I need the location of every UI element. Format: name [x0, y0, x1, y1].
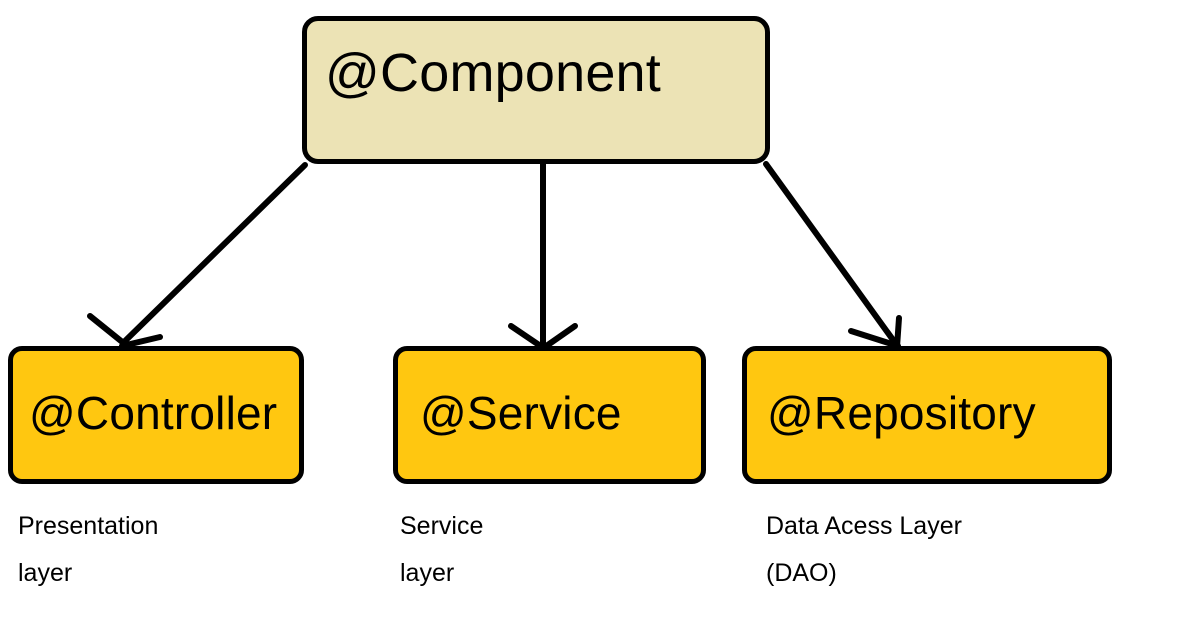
node-controller-label: @Controller: [29, 387, 278, 439]
node-component[interactable]: @Component: [302, 16, 770, 164]
connector-component-to-repository: [763, 161, 902, 350]
connector-component-to-controller: [87, 162, 308, 349]
node-component-label: @Component: [325, 43, 661, 103]
node-repository-label: @Repository: [767, 387, 1036, 439]
node-service-label: @Service: [420, 387, 622, 439]
caption-repository: Data Acess Layer (DAO): [766, 512, 962, 587]
caption-controller: Presentation layer: [18, 512, 159, 587]
caption-service: Service layer: [400, 512, 484, 587]
node-service[interactable]: @Service: [393, 346, 706, 484]
node-repository[interactable]: @Repository: [742, 346, 1112, 484]
node-controller[interactable]: @Controller: [8, 346, 304, 484]
connector-component-to-service: [508, 161, 578, 352]
